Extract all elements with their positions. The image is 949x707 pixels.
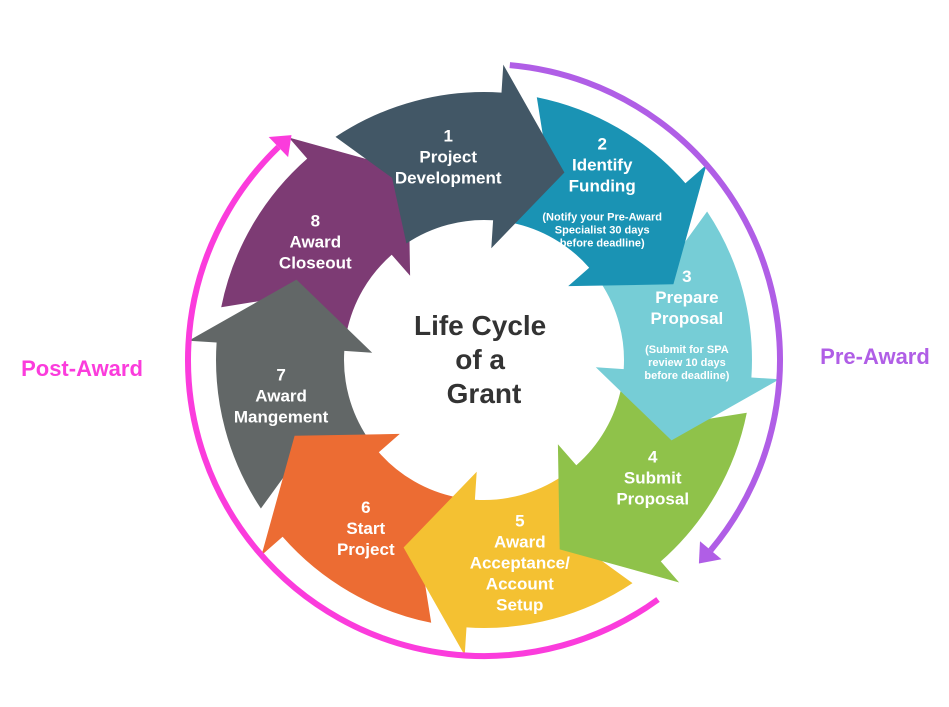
center-title-line: Grant bbox=[447, 378, 522, 409]
pre-award-arc bbox=[509, 62, 783, 553]
center-title: Life Cycle of a Grant bbox=[414, 310, 554, 409]
step-note-line: Specialist 30 days bbox=[555, 224, 650, 236]
step-title-line: Prepare bbox=[655, 288, 718, 307]
step-number: 7 bbox=[276, 365, 285, 384]
step-1-arrow bbox=[335, 64, 565, 249]
step-title-line: Start bbox=[346, 519, 385, 538]
center-title-line: Life Cycle bbox=[414, 310, 546, 341]
step-title-line: Development bbox=[395, 169, 502, 188]
step-number: 2 bbox=[597, 134, 606, 153]
step-4-arrow bbox=[557, 387, 747, 583]
step-number: 5 bbox=[515, 511, 524, 530]
step-2-arrow bbox=[511, 97, 707, 287]
pre-award-arrowhead-icon bbox=[698, 541, 722, 564]
pre-award-label: Pre-Award bbox=[820, 344, 930, 369]
step-note-line: (Submit for SPA bbox=[645, 344, 729, 356]
step-title-line: Proposal bbox=[616, 490, 689, 509]
step-title-line: Mangement bbox=[234, 407, 329, 426]
phase-arcs bbox=[185, 62, 783, 660]
step-number: 4 bbox=[648, 448, 658, 467]
step-title-line: Project bbox=[419, 148, 477, 167]
step-title-line: Identify bbox=[572, 155, 633, 174]
step-note-line: review 10 days bbox=[648, 357, 726, 369]
step-note-line: (Notify your Pre-Award bbox=[542, 211, 662, 223]
step-number: 6 bbox=[361, 498, 370, 517]
step-number: 8 bbox=[311, 211, 320, 230]
step-title-line: Proposal bbox=[651, 309, 724, 328]
step-title-line: Account bbox=[486, 574, 554, 593]
step-title-line: Award bbox=[289, 232, 341, 251]
step-title-line: Submit bbox=[624, 469, 682, 488]
post-award-arc bbox=[185, 144, 660, 660]
step-5-arrow bbox=[403, 471, 633, 656]
post-award-label: Post-Award bbox=[21, 356, 143, 381]
step-title-line: Acceptance/ bbox=[470, 553, 570, 572]
step-number: 3 bbox=[682, 267, 691, 286]
step-note-line: before deadline) bbox=[644, 370, 729, 382]
step-7-arrow bbox=[188, 279, 373, 509]
center-title-line: of a bbox=[455, 344, 505, 375]
step-3-arrow bbox=[595, 211, 780, 441]
cycle-segments bbox=[188, 64, 780, 656]
post-award-arrowhead-icon bbox=[268, 135, 292, 158]
step-8-arrow bbox=[221, 137, 411, 333]
step-number: 1 bbox=[443, 127, 452, 146]
step-6-arrow bbox=[261, 433, 457, 623]
step-note-line: before deadline) bbox=[560, 237, 645, 249]
step-title-line: Setup bbox=[496, 595, 543, 614]
step-title-line: Award bbox=[255, 386, 307, 405]
step-title-line: Closeout bbox=[279, 253, 352, 272]
step-title-line: Award bbox=[494, 532, 546, 551]
step-title-line: Project bbox=[337, 540, 395, 559]
step-title-line: Funding bbox=[569, 176, 636, 195]
